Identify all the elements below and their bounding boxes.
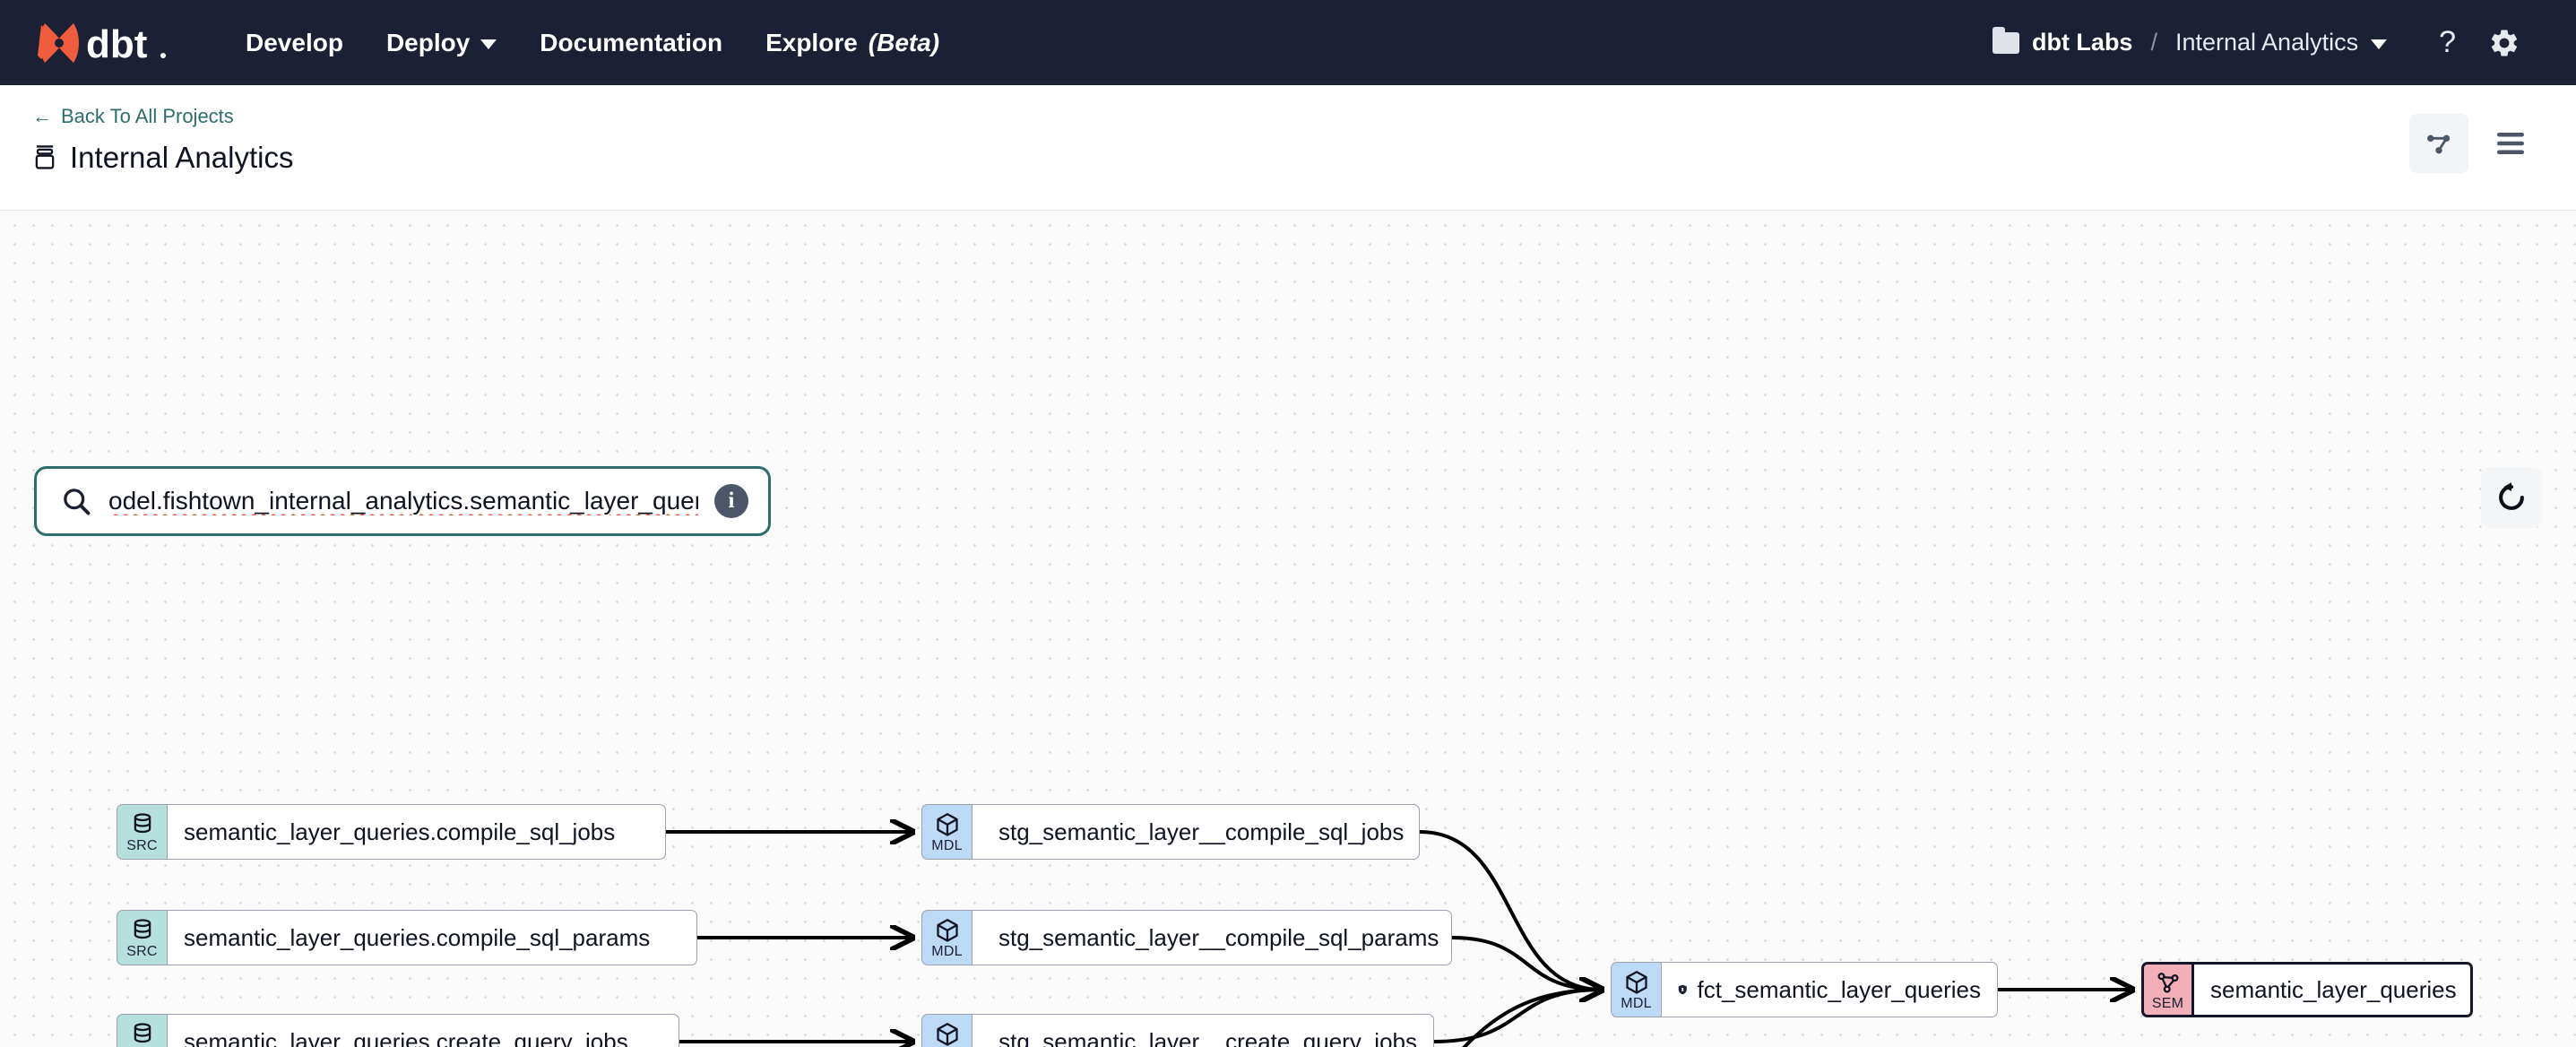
node-type-badge-sem: SEM [2141,962,2191,1017]
nav-link-explore-beta-tag: (Beta) [868,28,940,56]
nav-link-documentation[interactable]: Documentation [518,20,744,66]
arrow-left-icon: ← [32,105,52,127]
node-label: stg_semantic_layer__create_query_jobs [998,1027,1417,1047]
node-body: stg_semantic_layer__compile_sql_params [972,910,1452,965]
org-selector[interactable]: dbt Labs [1992,26,2133,56]
dbt-logo[interactable]: dbt [36,20,170,66]
node-label: stg_semantic_layer__compile_sql_jobs [998,818,1405,845]
org-name: dbt Labs [2031,29,2133,56]
node-type-badge-mdl: MDL [921,804,972,860]
lineage-node-mdl_stg_compile_sql_jobs[interactable]: MDL stg_semantic_layer__compile_sql_jobs [921,804,1420,860]
node-type-label: MDL [1621,995,1652,1011]
semantic-model-icon [2157,972,2178,992]
nav-link-documentation-label: Documentation [540,28,723,56]
folder-icon [1992,26,2019,54]
cube-icon [936,812,958,836]
reload-counterclockwise-icon [2499,482,2524,510]
nav-link-explore[interactable]: Explore (Beta) [744,20,961,66]
node-label: semantic_layer_queries.compile_sql_jobs [184,818,616,845]
chevron-down-icon [480,39,497,49]
breadcrumb-separator: / [2150,29,2157,56]
hamburger-menu-icon [2497,133,2524,154]
database-icon [35,145,55,169]
node-type-badge-src: SRC [117,910,167,965]
menu-button[interactable] [2481,114,2540,173]
node-body: stg_semantic_layer__create_query_jobs [972,1014,1434,1047]
lineage-node-sem_semantic_layer_queries[interactable]: SEM semantic_layer_queries [2141,962,2473,1017]
project-selector[interactable]: Internal Analytics [2174,29,2388,56]
info-icon[interactable]: i [714,484,748,518]
node-type-badge-src: SRC [117,804,167,860]
node-search-box[interactable]: odel.fishtown_internal_analytics.semanti… [34,466,771,536]
page-title-row: Internal Analytics [32,141,2537,175]
project-name: Internal Analytics [2174,29,2359,56]
lineage-node-src_create_query_jobs[interactable]: SRC semantic_layer_queries.create_query_j… [117,1014,679,1047]
nav-link-develop[interactable]: Develop [224,20,365,66]
node-type-label: SRC [126,837,158,853]
back-to-all-projects-label: Back To All Projects [61,105,234,127]
nav-link-deploy[interactable]: Deploy [365,20,518,66]
node-body: semantic_layer_queries.create_query_jobs [167,1014,679,1047]
nav-link-explore-label: Explore [765,28,858,56]
lineage-node-src_compile_sql_jobs[interactable]: SRC semantic_layer_queries.compile_sql_jo… [117,804,666,860]
cube-icon [936,918,958,942]
help-icon[interactable]: ? [2439,25,2456,59]
nav-link-deploy-label: Deploy [385,28,471,56]
primary-nav-links: Develop Deploy Documentation Explore (Be… [224,20,961,66]
gear-icon[interactable] [2472,27,2537,59]
lineage-graph-view-button[interactable] [2409,114,2468,173]
node-body: stg_semantic_layer__compile_sql_jobs [972,804,1420,860]
lineage-edge-4 [1419,830,1602,990]
lineage-node-src_compile_sql_params[interactable]: SRC semantic_layer_queries.compile_sql_pa… [117,910,697,965]
node-label: semantic_layer_queries [2210,975,2457,1003]
node-type-label: SEM [2151,995,2184,1011]
node-body: semantic_layer_queries.compile_sql_param… [167,910,697,965]
node-type-badge-src: SRC [117,1014,167,1047]
node-body: semantic_layer_queries.compile_sql_jobs [167,804,666,860]
lineage-canvas[interactable]: odel.fishtown_internal_analytics.semanti… [0,211,2576,1047]
node-label: fct_semantic_layer_queries [1697,975,1982,1003]
database-icon [134,918,151,939]
cube-icon [1625,970,1647,994]
lineage-edges [665,211,2576,1047]
node-type-badge-mdl: MDL [921,1014,972,1047]
back-to-all-projects-link[interactable]: ← Back To All Projects [32,105,234,128]
page-title: Internal Analytics [70,141,294,174]
node-body: semantic_layer_queries [2191,962,2473,1017]
search-icon [64,489,91,515]
node-type-badge-mdl: MDL [921,910,972,965]
node-label: stg_semantic_layer__compile_sql_params [998,923,1439,951]
database-icon [134,812,151,833]
reset-view-button[interactable] [2481,467,2542,528]
page-subheader: ← Back To All Projects Internal Analytic… [0,85,2576,211]
lineage-node-mdl_fct_semantic_layer_queries[interactable]: MDL fct_semantic_layer_queries [1611,962,1998,1017]
node-type-label: MDL [931,943,963,959]
node-body: fct_semantic_layer_queries [1661,962,1998,1017]
node-label: semantic_layer_queries.create_query_jobs [184,1027,628,1047]
subheader-actions [2409,114,2540,173]
node-label: semantic_layer_queries.compile_sql_param… [184,923,651,951]
nav-right-cluster: dbt Labs / Internal Analytics ? [1992,25,2537,60]
node-type-label: MDL [931,837,963,853]
lineage-edge-7 [1462,990,1602,1047]
database-icon [134,1022,151,1043]
node-type-badge-mdl: MDL [1611,962,1661,1017]
svg-text:dbt: dbt [86,22,148,66]
graph-share-icon [2427,134,2451,154]
node-type-label: SRC [126,943,158,959]
chevron-down-icon [2371,39,2388,49]
cube-icon [936,1022,958,1046]
lineage-edge-6 [1433,990,1602,1043]
lineage-node-mdl_stg_create_query_jobs[interactable]: MDL stg_semantic_layer__create_query_jobs [921,1014,1434,1047]
search-input[interactable]: odel.fishtown_internal_analytics.semanti… [108,487,698,515]
top-navigation-bar: dbt Develop Deploy Documentation Explore… [0,0,2576,85]
lineage-node-mdl_stg_compile_sql_params[interactable]: MDL stg_semantic_layer__compile_sql_param… [921,910,1452,965]
shield-lock-icon [1678,984,1687,995]
lineage-edge-5 [1451,936,1602,990]
nav-link-develop-label: Develop [246,28,343,56]
